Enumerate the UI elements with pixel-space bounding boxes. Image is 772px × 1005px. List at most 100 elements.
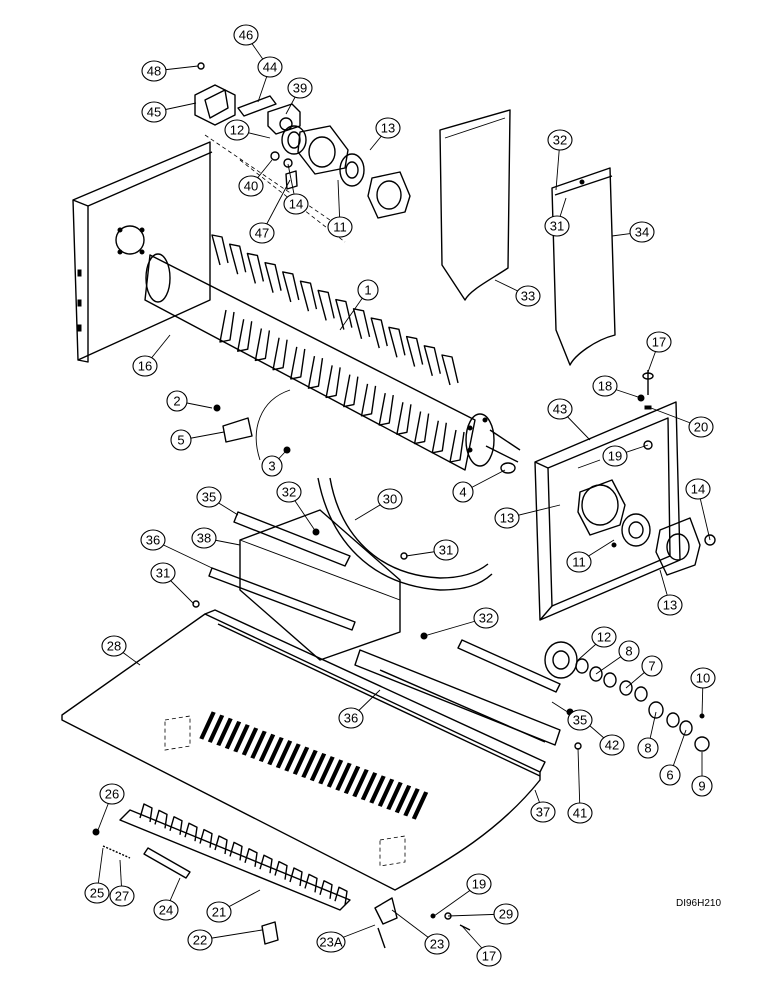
callout-23: 23 bbox=[424, 933, 450, 955]
callout-19: 19 bbox=[466, 873, 492, 895]
callout-text: 24 bbox=[159, 903, 173, 918]
callout-text: 21 bbox=[212, 905, 226, 920]
callout-text: 48 bbox=[147, 64, 161, 79]
callout-text: 19 bbox=[472, 877, 486, 892]
callout-text: 5 bbox=[177, 433, 184, 448]
callout-text: 31 bbox=[156, 566, 170, 581]
right-hardware bbox=[544, 641, 710, 752]
callout-text: 40 bbox=[244, 179, 258, 194]
callout-23a: 23A bbox=[316, 931, 346, 953]
callout-31: 31 bbox=[433, 539, 459, 561]
callout-13: 13 bbox=[375, 117, 401, 139]
callout-24: 24 bbox=[153, 899, 179, 921]
callout-31: 31 bbox=[150, 562, 176, 584]
callout-text: 37 bbox=[536, 805, 550, 820]
bracket-assembly bbox=[194, 62, 301, 135]
callout-8: 8 bbox=[637, 737, 659, 759]
callout-text: 14 bbox=[289, 197, 303, 212]
leader-lines bbox=[96, 34, 711, 957]
callout-text: 10 bbox=[696, 671, 710, 686]
curved-strip bbox=[317, 477, 493, 591]
callout-9: 9 bbox=[691, 775, 713, 797]
concave-grate bbox=[61, 609, 582, 891]
callout-text: 25 bbox=[90, 886, 104, 901]
callout-14: 14 bbox=[685, 478, 711, 500]
callout-13: 13 bbox=[494, 507, 520, 529]
callout-41: 41 bbox=[567, 802, 593, 824]
callout-text: 26 bbox=[105, 787, 119, 802]
callout-text: 22 bbox=[193, 933, 207, 948]
callout-12: 12 bbox=[224, 119, 250, 141]
callout-43: 43 bbox=[547, 398, 573, 420]
callout-11: 11 bbox=[327, 216, 353, 238]
callout-text: 30 bbox=[383, 492, 397, 507]
callout-text: 32 bbox=[479, 611, 493, 626]
rotor bbox=[144, 234, 521, 471]
callout-text: 8 bbox=[625, 644, 632, 659]
callout-3: 3 bbox=[261, 455, 283, 477]
callout-37: 37 bbox=[530, 801, 556, 823]
callout-36: 36 bbox=[140, 529, 166, 551]
callout-26: 26 bbox=[99, 783, 125, 805]
callout-32: 32 bbox=[473, 607, 499, 629]
upper-bearing-set bbox=[204, 125, 411, 243]
callout-text: 38 bbox=[197, 531, 211, 546]
callout-44: 44 bbox=[257, 56, 283, 78]
callout-text: 45 bbox=[147, 105, 161, 120]
callout-text: 29 bbox=[499, 907, 513, 922]
callout-16: 16 bbox=[132, 355, 158, 377]
callout-18: 18 bbox=[592, 375, 618, 397]
callout-text: 13 bbox=[663, 598, 677, 613]
callout-text: 35 bbox=[202, 490, 216, 505]
callout-25: 25 bbox=[84, 882, 110, 904]
callout-21: 21 bbox=[206, 901, 232, 923]
callout-text: 31 bbox=[550, 219, 564, 234]
callout-28: 28 bbox=[101, 635, 127, 657]
callout-text: 23 bbox=[430, 937, 444, 952]
callout-35: 35 bbox=[196, 486, 222, 508]
callout-text: 8 bbox=[644, 741, 651, 756]
callout-text: 27 bbox=[115, 889, 129, 904]
callout-33: 33 bbox=[515, 285, 541, 307]
callout-13: 13 bbox=[657, 594, 683, 616]
callout-text: 7 bbox=[648, 659, 655, 674]
callout-32: 32 bbox=[547, 129, 573, 151]
callout-text: 2 bbox=[173, 394, 180, 409]
callout-text: 33 bbox=[521, 289, 535, 304]
left-side-sheet bbox=[72, 141, 213, 363]
callout-text: 11 bbox=[333, 220, 347, 235]
callout-38: 38 bbox=[191, 527, 217, 549]
callout-text: 11 bbox=[572, 555, 586, 570]
callout-31: 31 bbox=[544, 215, 570, 237]
callout-text: 46 bbox=[239, 28, 253, 43]
callout-42: 42 bbox=[599, 734, 625, 756]
callout-text: 39 bbox=[293, 81, 307, 96]
callout-text: 47 bbox=[255, 226, 269, 241]
callout-20: 20 bbox=[688, 416, 714, 438]
callout-text: 12 bbox=[230, 123, 244, 138]
callout-48: 48 bbox=[141, 60, 167, 82]
callout-text: 42 bbox=[605, 738, 619, 753]
callout-text: 36 bbox=[146, 533, 160, 548]
small-parts-left bbox=[213, 404, 516, 474]
callout-14: 14 bbox=[283, 193, 309, 215]
callout-text: 19 bbox=[608, 449, 622, 464]
callout-35: 35 bbox=[567, 709, 593, 731]
callout-text: 32 bbox=[553, 133, 567, 148]
callout-1: 1 bbox=[357, 279, 379, 301]
callout-text: 18 bbox=[598, 379, 612, 394]
callout-7: 7 bbox=[641, 655, 663, 677]
callout-text: 17 bbox=[482, 949, 496, 964]
callout-5: 5 bbox=[170, 429, 192, 451]
callout-text: 3 bbox=[268, 459, 275, 474]
callout-29: 29 bbox=[493, 903, 519, 925]
callout-17: 17 bbox=[476, 945, 502, 967]
callout-text: 20 bbox=[694, 420, 708, 435]
callout-47: 47 bbox=[249, 222, 275, 244]
callout-text: 12 bbox=[597, 630, 611, 645]
callout-text: 14 bbox=[691, 482, 705, 497]
callout-46: 46 bbox=[233, 24, 259, 46]
tooth-bar bbox=[92, 803, 471, 949]
callout-36: 36 bbox=[338, 707, 364, 729]
callout-17: 17 bbox=[646, 331, 672, 353]
